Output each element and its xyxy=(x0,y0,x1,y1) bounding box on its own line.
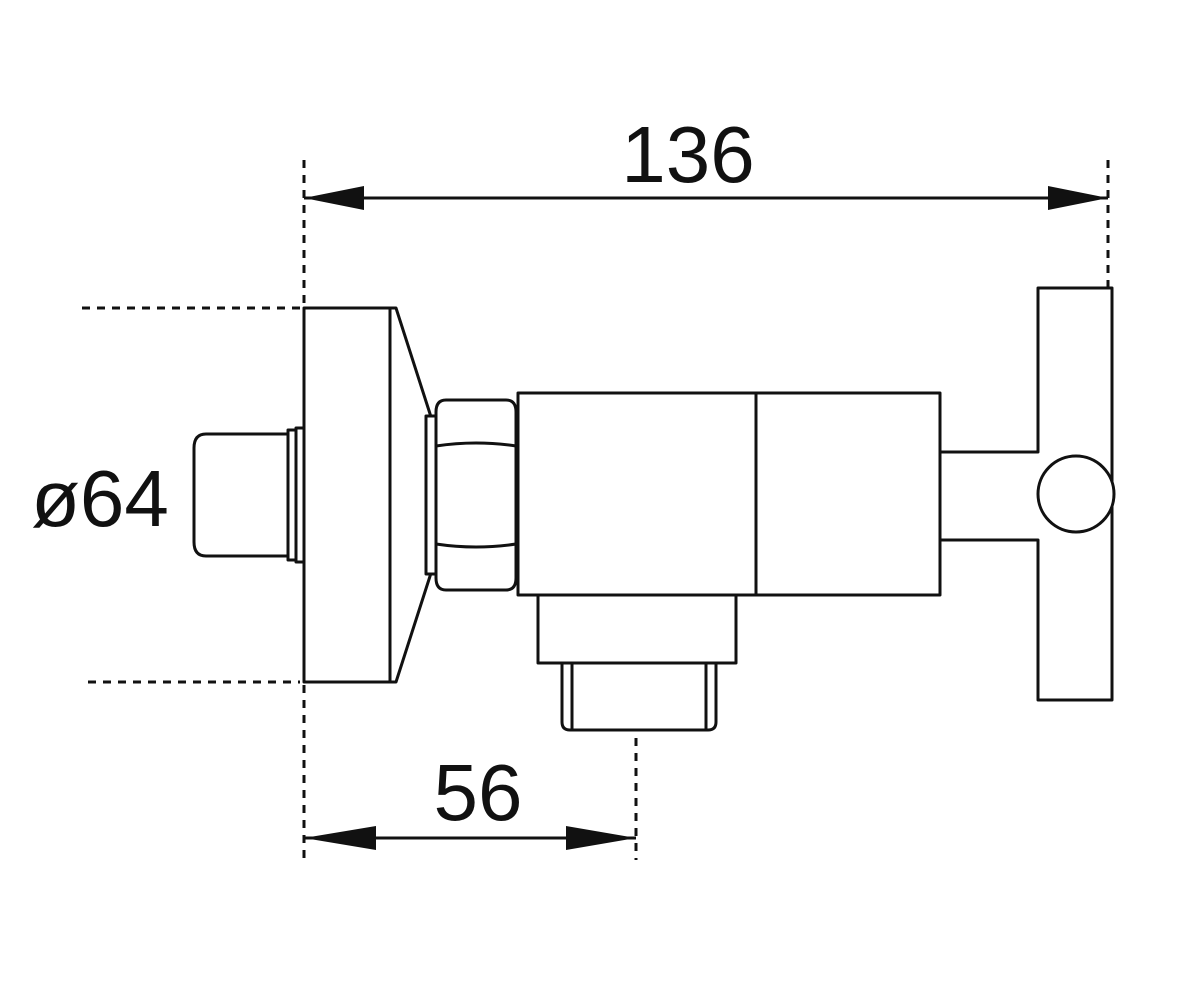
hex-nut-facet-bottom xyxy=(435,542,517,549)
wall-flange xyxy=(302,306,434,684)
handle-cross xyxy=(938,286,1114,702)
handle-hub xyxy=(1036,454,1116,534)
hex-nut xyxy=(424,398,518,592)
hex-nut-body xyxy=(434,398,518,592)
inlet-thread xyxy=(192,426,306,564)
outlet-collar xyxy=(536,593,738,665)
inlet-nipple xyxy=(192,432,290,558)
arrowhead-right-overall xyxy=(1048,186,1108,210)
outlet-thread xyxy=(560,661,718,732)
dimension-overall-length: 136 xyxy=(304,110,1108,210)
overall-length-label: 136 xyxy=(621,110,754,199)
flange-plate xyxy=(302,306,392,684)
outlet-offset-label: 56 xyxy=(434,748,523,837)
outlet-connection xyxy=(536,593,738,732)
arrowhead-right-offset xyxy=(566,826,636,850)
diameter-label: ø64 xyxy=(31,454,169,543)
valve-body-block xyxy=(516,391,942,597)
arrowhead-left-offset xyxy=(304,826,376,850)
dimension-outlet-offset: 56 xyxy=(304,748,636,850)
arrowhead-left-overall xyxy=(304,186,364,210)
cross-handle xyxy=(938,286,1116,702)
hex-nut-facet-top xyxy=(435,441,517,448)
valve-body xyxy=(516,391,942,597)
